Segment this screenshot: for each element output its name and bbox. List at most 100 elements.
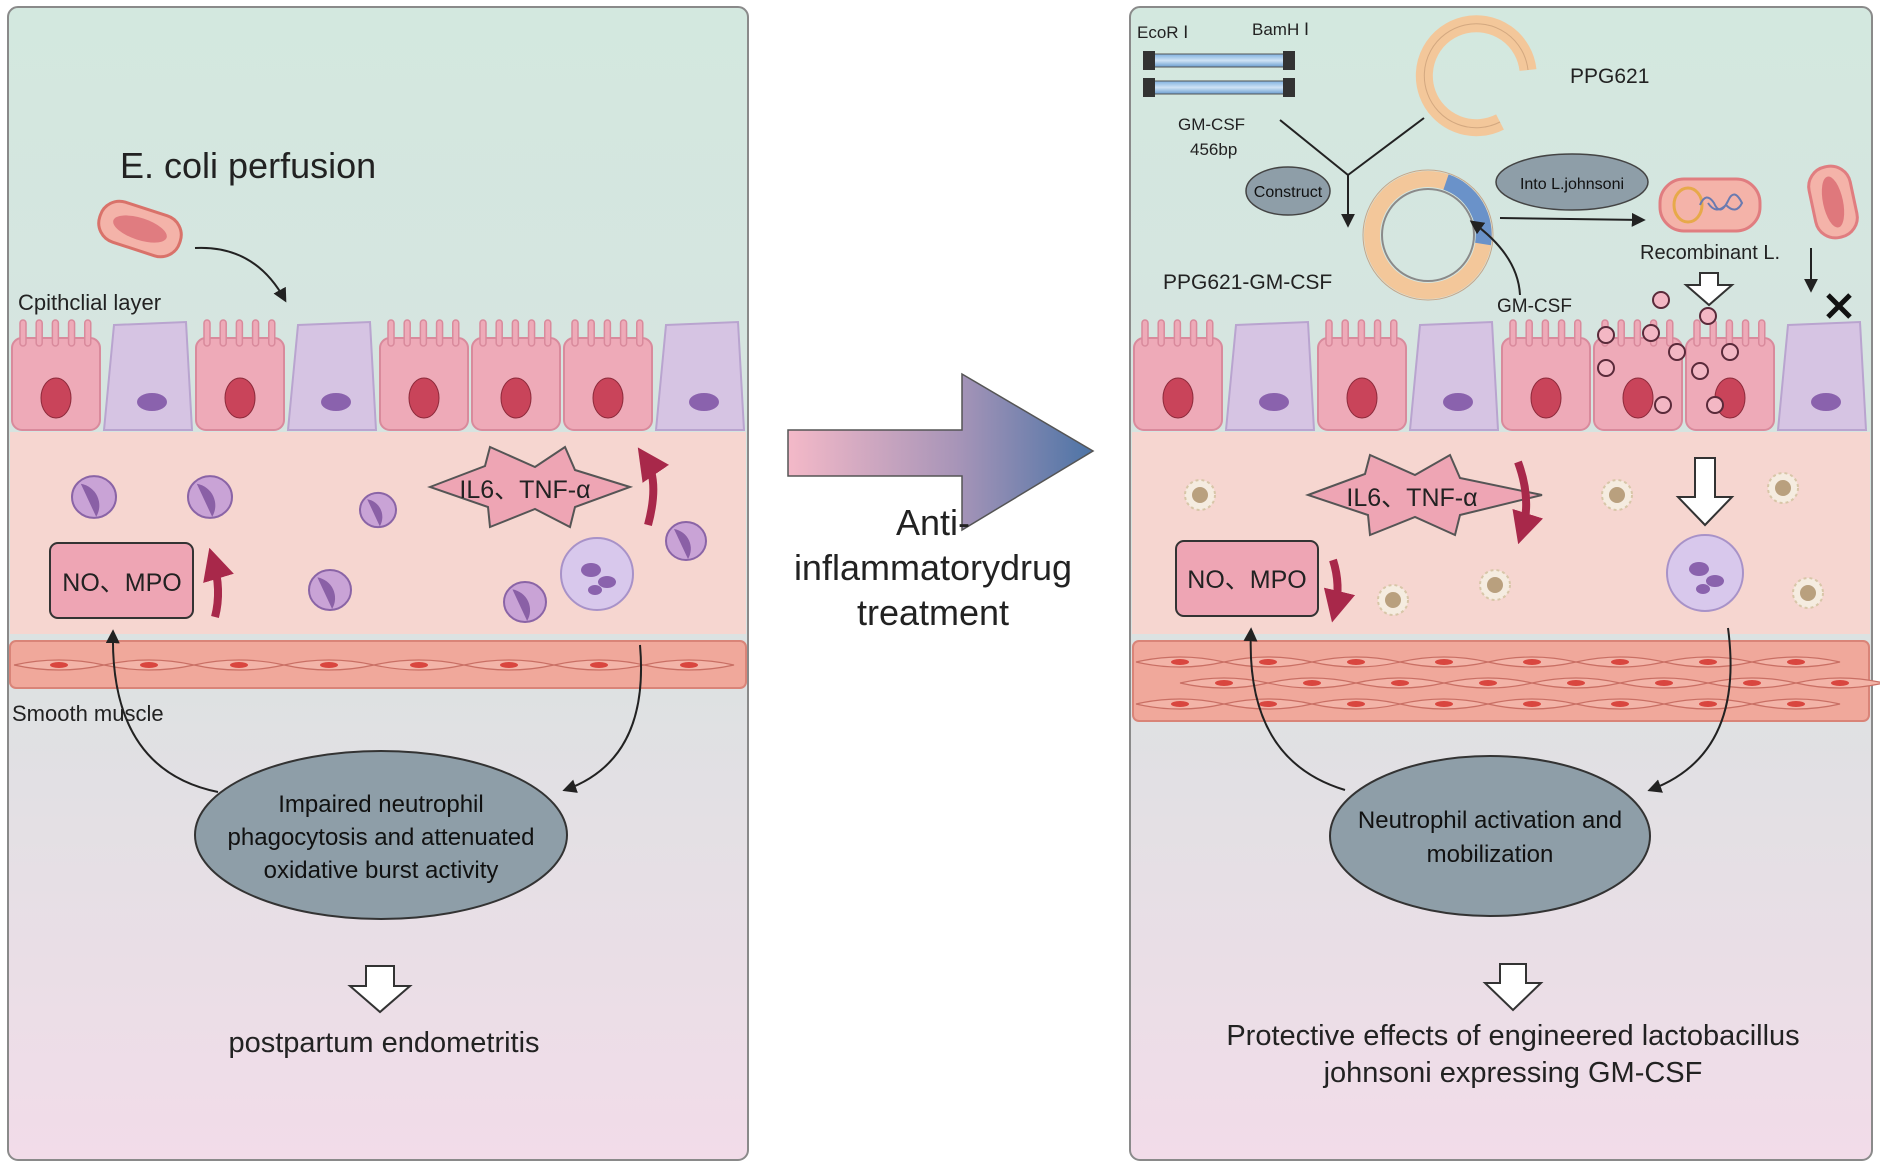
construct-line-right [1347, 117, 1425, 176]
left-mechanism-ellipse: Impaired neutrophil phagocytosis and att… [194, 750, 568, 920]
right-mechanism-ellipse: Neutrophil activation and mobilization [1329, 755, 1651, 917]
gmcsf-vesicle [1668, 343, 1686, 361]
right-cytokine-down-arrow [1512, 460, 1543, 545]
perfusion-label: E. coli perfusion [120, 145, 376, 186]
left-panel: E. coli perfusion Cpithclial layer IL6、T… [7, 6, 749, 1161]
left-outcome: postpartum endometritis [228, 1027, 539, 1059]
gmcsf-vesicle [1706, 396, 1724, 414]
treatment-line-3: treatment [857, 592, 1009, 633]
left-no-mpo-label: NO、MPO [62, 569, 181, 597]
into-ljohnsoni-ellipse: Into L.johnsoni [1495, 153, 1649, 211]
neutrophil-cell [665, 521, 707, 561]
muscle-fiber [1751, 698, 1841, 710]
monocyte-cell [1184, 479, 1216, 511]
into-arrow [1499, 212, 1646, 227]
right-no-mpo-down-arrow [1323, 558, 1356, 623]
right-ellipse-line-1: Neutrophil activation and [1358, 807, 1622, 834]
left-neutrophils [71, 475, 707, 623]
activated-neutrophil-cell [1666, 534, 1744, 612]
right-immune-cells [1184, 472, 1824, 616]
left-smooth-muscle [9, 640, 747, 689]
right-loop-arrow-up [1243, 627, 1346, 791]
gmcsf-vesicle [1721, 343, 1739, 361]
muscle-fiber [643, 659, 735, 671]
monocyte-cell [1792, 577, 1824, 609]
muscle-fiber [1751, 656, 1841, 668]
right-outcome-line-2: johnsoni expressing GM-CSF [1323, 1057, 1703, 1089]
columnar-cell [563, 319, 653, 431]
gmcsf-insert-label: GM-CSF [1178, 115, 1245, 134]
bamhi-label: BamH Ⅰ [1252, 20, 1309, 39]
gmcsf-vesicle [1597, 359, 1615, 377]
into-label: Into L.johnsoni [1520, 176, 1624, 193]
wild-bacterium-icon [1807, 164, 1859, 240]
ecori-label: EcoR Ⅰ [1137, 23, 1188, 42]
treatment-line-1: Anti- [896, 502, 970, 543]
left-no-mpo-up-arrow [203, 547, 234, 619]
ppg621-label: PPG621 [1570, 65, 1649, 88]
blocked-x-icon [1826, 293, 1852, 319]
neutrophil-cell [308, 569, 352, 611]
gmcsf-label: GM-CSF [1497, 296, 1572, 317]
columnar-cell [379, 319, 469, 431]
secretory-cell [1224, 320, 1316, 431]
perfusion-arrow [194, 246, 287, 303]
right-cytokine-star: IL6、TNF-α [1304, 453, 1543, 537]
neutrophil-cell [71, 475, 117, 519]
recombinant-label: Recombinant L. [1640, 242, 1780, 264]
columnar-cell [471, 319, 561, 431]
muscle-fiber [1795, 677, 1880, 689]
left-ellipse-line-3: oxidative burst activity [264, 857, 499, 884]
right-loop-arrow-down [1647, 627, 1732, 793]
construct-ellipse: Construct [1245, 166, 1331, 216]
neutrophil-cell [187, 475, 233, 519]
plasmid-label: PPG621-GM-CSF [1163, 271, 1332, 294]
gmcsf-vesicle [1642, 324, 1660, 342]
columnar-cell [1317, 319, 1407, 431]
neutrophil-cell [503, 581, 547, 623]
construct-line-left [1279, 119, 1349, 176]
secretory-cell [1408, 320, 1500, 431]
monocyte-cell [1601, 479, 1633, 511]
ppg621-gmcsf-plasmid-icon [1362, 169, 1494, 301]
left-outcome-arrow-icon [347, 965, 413, 1014]
muscle-fiber [373, 659, 465, 671]
columnar-cell [1133, 319, 1223, 431]
right-panel: EcoR Ⅰ BamH Ⅰ GM-CSF 456bp PPG621 Constr… [1129, 6, 1880, 1161]
right-outcome-arrow-icon [1482, 963, 1544, 1012]
columnar-cell [11, 319, 101, 431]
columnar-cell [1501, 319, 1591, 431]
gmcsf-vesicle [1691, 362, 1709, 380]
recombinant-lactobacillus-icon [1658, 177, 1762, 233]
treatment-transition: Anti- inflammatorydrug treatment [787, 372, 1095, 633]
gmcsf-vesicle [1597, 326, 1615, 344]
monocyte-cell [1479, 569, 1511, 601]
bp-label: 456bp [1190, 140, 1237, 159]
left-ellipse-line-2: phagocytosis and attenuated [228, 824, 535, 851]
gmcsf-insert-icon [1143, 51, 1295, 97]
secretory-cell [286, 320, 378, 431]
recombinant-down-arrow-icon [1683, 272, 1735, 307]
left-cytokine-star: IL6、TNF-α [427, 445, 634, 529]
left-no-mpo-box: NO、MPO [49, 542, 194, 619]
left-loop-arrow-down [562, 644, 642, 793]
left-cytokine-label: IL6、TNF-α [459, 476, 590, 504]
treatment-line-2: inflammatorydrug [794, 547, 1072, 588]
secretory-cell [102, 320, 194, 431]
monocyte-cell [1377, 584, 1409, 616]
construct-label: Construct [1254, 184, 1323, 201]
right-smooth-muscle [1132, 640, 1880, 722]
smooth-muscle-label: Smooth muscle [12, 701, 164, 726]
left-ellipse-line-1: Impaired neutrophil [278, 791, 483, 818]
left-loop-arrow-up [105, 629, 219, 793]
right-ellipse-line-2: mobilization [1427, 841, 1554, 868]
secreted-gmcsf-vesicles [1597, 291, 1739, 414]
activated-neutrophil-cell [560, 537, 634, 611]
secretory-cell [654, 320, 746, 431]
gmcsf-vesicle [1699, 307, 1717, 325]
gmcsf-vesicle [1652, 291, 1670, 309]
secretory-cell [1776, 320, 1868, 431]
monocyte-cell [1767, 472, 1799, 504]
muscle-fiber [1355, 677, 1445, 689]
